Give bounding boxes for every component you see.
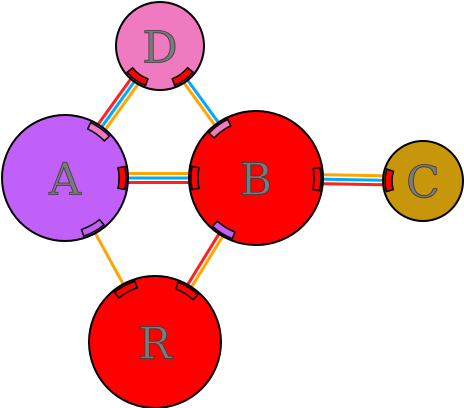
port-b-a — [190, 165, 200, 191]
node-circle — [188, 110, 324, 246]
node-r[interactable]: R — [88, 275, 222, 408]
port-b-r — [211, 220, 236, 240]
node-c[interactable]: C — [382, 140, 464, 222]
node-circle — [88, 275, 222, 408]
node-a[interactable]: A — [1, 114, 129, 242]
node-b[interactable]: B — [188, 110, 324, 246]
node-label: A — [48, 155, 82, 206]
node-label: C — [406, 158, 440, 209]
port-b-d — [207, 118, 232, 139]
node-label: R — [138, 319, 173, 370]
node-circle — [115, 1, 205, 91]
node-label: D — [142, 23, 177, 74]
port-a-b — [117, 165, 127, 191]
port-a-d — [86, 121, 111, 142]
port-d-b — [171, 66, 194, 87]
port-a-r — [80, 218, 105, 238]
node-circle — [1, 114, 129, 242]
node-circle — [382, 140, 464, 222]
port-b-c — [311, 166, 322, 192]
node-d[interactable]: D — [115, 1, 205, 91]
node-label: B — [240, 155, 272, 206]
port-r-b — [174, 281, 199, 301]
port-c-b — [384, 168, 395, 193]
port-d-a — [126, 66, 149, 87]
port-r-a — [113, 280, 139, 299]
